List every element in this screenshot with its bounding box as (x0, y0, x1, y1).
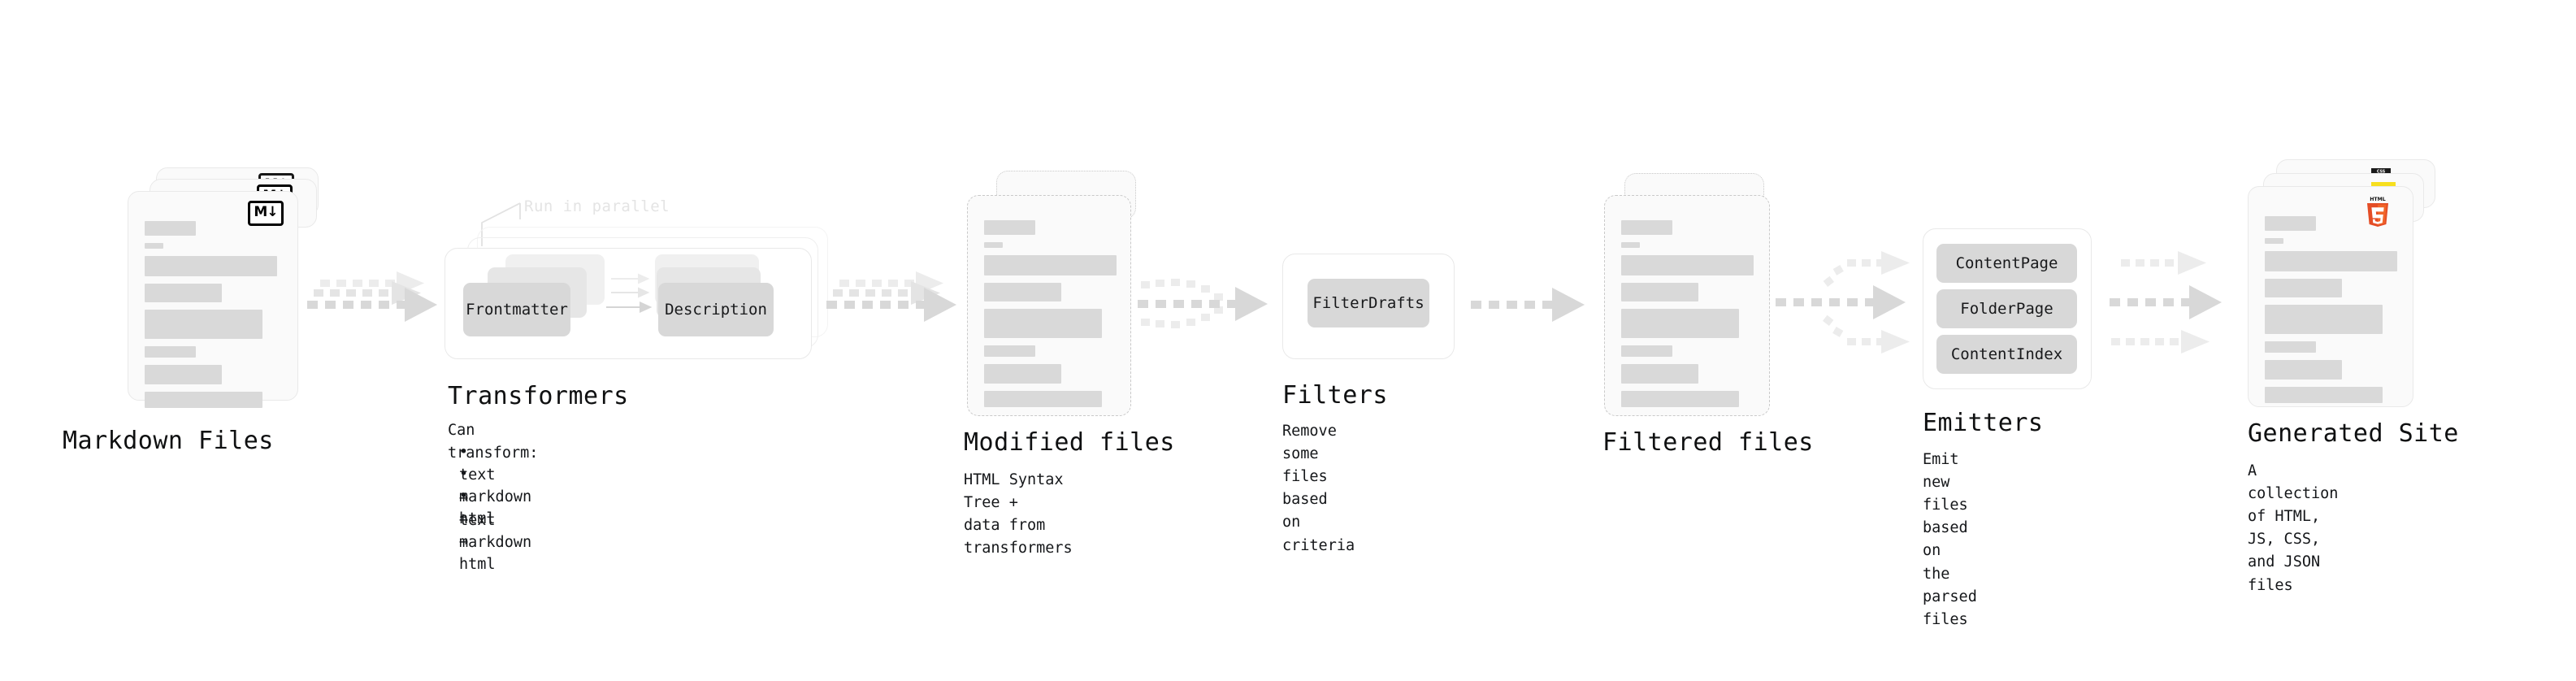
stage-caption-transformers: Can transform: (448, 422, 539, 462)
markdown-badge-glyph: M↓ (254, 204, 278, 220)
transformer-pill-label: Frontmatter (466, 301, 568, 319)
skeleton-bar (984, 364, 1061, 384)
arrow-emitters-to-site (2110, 251, 2222, 354)
stage-title-markdown-files: Markdown Files (63, 427, 274, 455)
emitter-pill-label: ContentIndex (1950, 345, 2063, 363)
skeleton-bar (2265, 387, 2383, 403)
doc-skeleton (2265, 216, 2398, 410)
markdown-badge: M↓ (248, 201, 284, 226)
stage-title-transformers: Transformers (448, 382, 629, 410)
stage-caption-modified-files: HTML Syntax Tree + data from transformer… (964, 471, 1073, 557)
emitter-pill-label: ContentPage (1955, 254, 2058, 272)
skeleton-bar (1621, 309, 1739, 338)
skeleton-bar (1621, 220, 1672, 235)
skeleton-bar (2265, 305, 2383, 334)
skeleton-bar (2265, 216, 2316, 231)
filtered-doc-front (1604, 195, 1770, 416)
run-in-parallel-label: Run in parallel (524, 197, 670, 215)
svg-text:CSS: CSS (2377, 170, 2386, 175)
skeleton-bar (2265, 238, 2283, 244)
skeleton-bar (984, 220, 1035, 235)
doc-skeleton (984, 220, 1117, 414)
stage-title-modified-files: Modified files (964, 428, 1175, 457)
arrow-transformers-to-modified (826, 271, 956, 322)
skeleton-bar (1621, 391, 1739, 407)
stage-caption-filters: Remove some files based on criteria (1282, 423, 1355, 554)
skeleton-bar (1621, 255, 1754, 275)
skeleton-bar (1621, 364, 1698, 384)
filter-pill-label: FilterDrafts (1312, 294, 1425, 312)
skeleton-bar (145, 365, 222, 384)
skeleton-bar (2265, 279, 2342, 297)
stage-title-filters: Filters (1282, 381, 1388, 410)
transform-bullet-3: • html → html (459, 488, 496, 574)
skeleton-bar (2265, 251, 2397, 271)
skeleton-bar (984, 391, 1102, 407)
skeleton-bar (984, 345, 1035, 357)
skeleton-bar (145, 243, 163, 249)
skeleton-bar (145, 221, 196, 236)
skeleton-bar (145, 284, 222, 302)
transformer-inner-arrows (606, 273, 653, 314)
skeleton-bar (2265, 341, 2316, 353)
stage-caption-generated-site: A collection of HTML, JS, CSS, and JSON … (2248, 462, 2339, 594)
transformer-pill-frontmatter[interactable]: Frontmatter (463, 283, 570, 336)
svg-text:HTML: HTML (2370, 197, 2386, 202)
arrow-modified-to-filters (1138, 279, 1268, 328)
emitter-pill-folderpage[interactable]: FolderPage (1936, 289, 2077, 328)
stage-caption-emitters: Emit new files based on the parsed files (1923, 451, 1977, 628)
arrow-filters-to-filtered (1471, 288, 1585, 322)
emitter-pill-contentindex[interactable]: ContentIndex (1936, 335, 2077, 374)
skeleton-bar (1621, 283, 1698, 301)
skeleton-bar (1621, 345, 1672, 357)
transform-bullet-2: • markdown → markdown (459, 466, 532, 552)
emitter-pill-contentpage[interactable]: ContentPage (1936, 244, 2077, 283)
html5-badge: HTML (2367, 197, 2388, 227)
markdown-doc-front: M↓ (128, 191, 298, 408)
modified-doc-front (967, 195, 1131, 416)
skeleton-bar (145, 310, 262, 339)
stage-title-filtered-files: Filtered files (1602, 428, 1814, 457)
doc-skeleton (1621, 220, 1754, 414)
arrow-filtered-to-emitters (1776, 251, 1910, 354)
transformer-pill-description[interactable]: Description (658, 283, 774, 336)
doc-skeleton (145, 221, 283, 415)
skeleton-bar (2265, 360, 2342, 380)
skeleton-bar (984, 242, 1003, 248)
skeleton-bar (984, 309, 1102, 338)
skeleton-bar (984, 255, 1117, 275)
skeleton-bar (984, 283, 1061, 301)
filter-pill-filterdrafts[interactable]: FilterDrafts (1308, 279, 1429, 327)
skeleton-bar (145, 256, 277, 276)
site-doc-front: HTML (2248, 186, 2413, 407)
stage-title-generated-site: Generated Site (2248, 419, 2459, 448)
transform-bullet-1: • text → text (459, 444, 496, 530)
arrow-markdown-to-transformers (307, 271, 437, 322)
skeleton-bar (145, 346, 196, 358)
emitter-pill-label: FolderPage (1960, 300, 2053, 318)
transformer-pill-label: Description (665, 301, 767, 319)
skeleton-bar (1621, 242, 1640, 248)
stage-title-emitters: Emitters (1923, 409, 2044, 437)
skeleton-bar (145, 392, 262, 408)
